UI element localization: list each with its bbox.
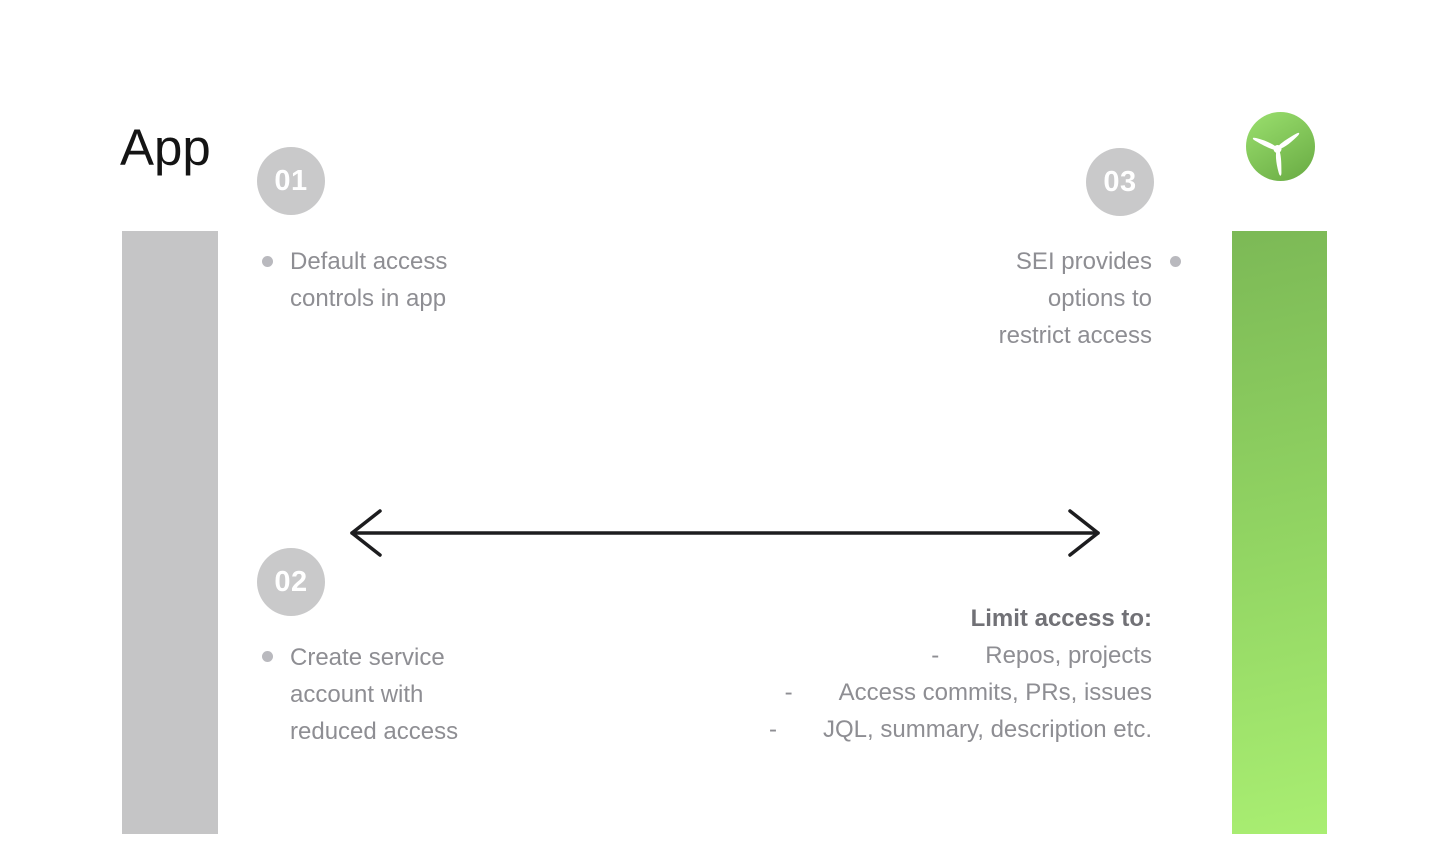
list-item: - JQL, summary, description etc. (769, 711, 1152, 748)
step3-line2: options to (1047, 285, 1152, 312)
sei-vertical-bar (1232, 231, 1327, 834)
step2-line1: Create service (290, 644, 445, 671)
step1-text: Default access controls in app (290, 243, 447, 317)
limit-access-block: Limit access to: - Repos, projects - Acc… (769, 600, 1152, 748)
dash-bullet: - (784, 679, 793, 706)
step2-text: Create service account with reduced acce… (290, 639, 458, 750)
propeller-logo-icon (1246, 112, 1315, 181)
list-item: - Repos, projects (769, 637, 1152, 674)
dash-bullet: - (931, 642, 940, 669)
step3-line3: restrict access (998, 322, 1152, 349)
step-number-badge-03: 03 (1086, 148, 1154, 216)
step-number-badge-01: 01 (257, 147, 325, 215)
limit-item-3: JQL, summary, description etc. (823, 716, 1152, 743)
step-number-badge-02: 02 (257, 548, 325, 616)
step3-text: SEI provides options to restrict access (999, 243, 1152, 354)
limit-item-2: Access commits, PRs, issues (838, 679, 1152, 706)
step1-line1: Default access (290, 248, 448, 275)
step1-line2: controls in app (290, 285, 447, 312)
bullet-icon (1170, 256, 1181, 267)
app-vertical-bar (122, 231, 218, 834)
dash-bullet: - (769, 716, 777, 743)
step2-line3: reduced access (290, 718, 459, 745)
bullet-icon (262, 256, 273, 267)
limit-access-heading: Limit access to: (970, 605, 1152, 632)
double-headed-arrow-icon (345, 505, 1105, 561)
step2-line2: account with (290, 681, 424, 708)
bullet-icon (262, 651, 273, 662)
page-title: App (120, 119, 211, 176)
list-item: - Access commits, PRs, issues (769, 674, 1152, 711)
limit-item-1: Repos, projects (985, 642, 1152, 669)
step3-line1: SEI provides (1015, 248, 1152, 275)
